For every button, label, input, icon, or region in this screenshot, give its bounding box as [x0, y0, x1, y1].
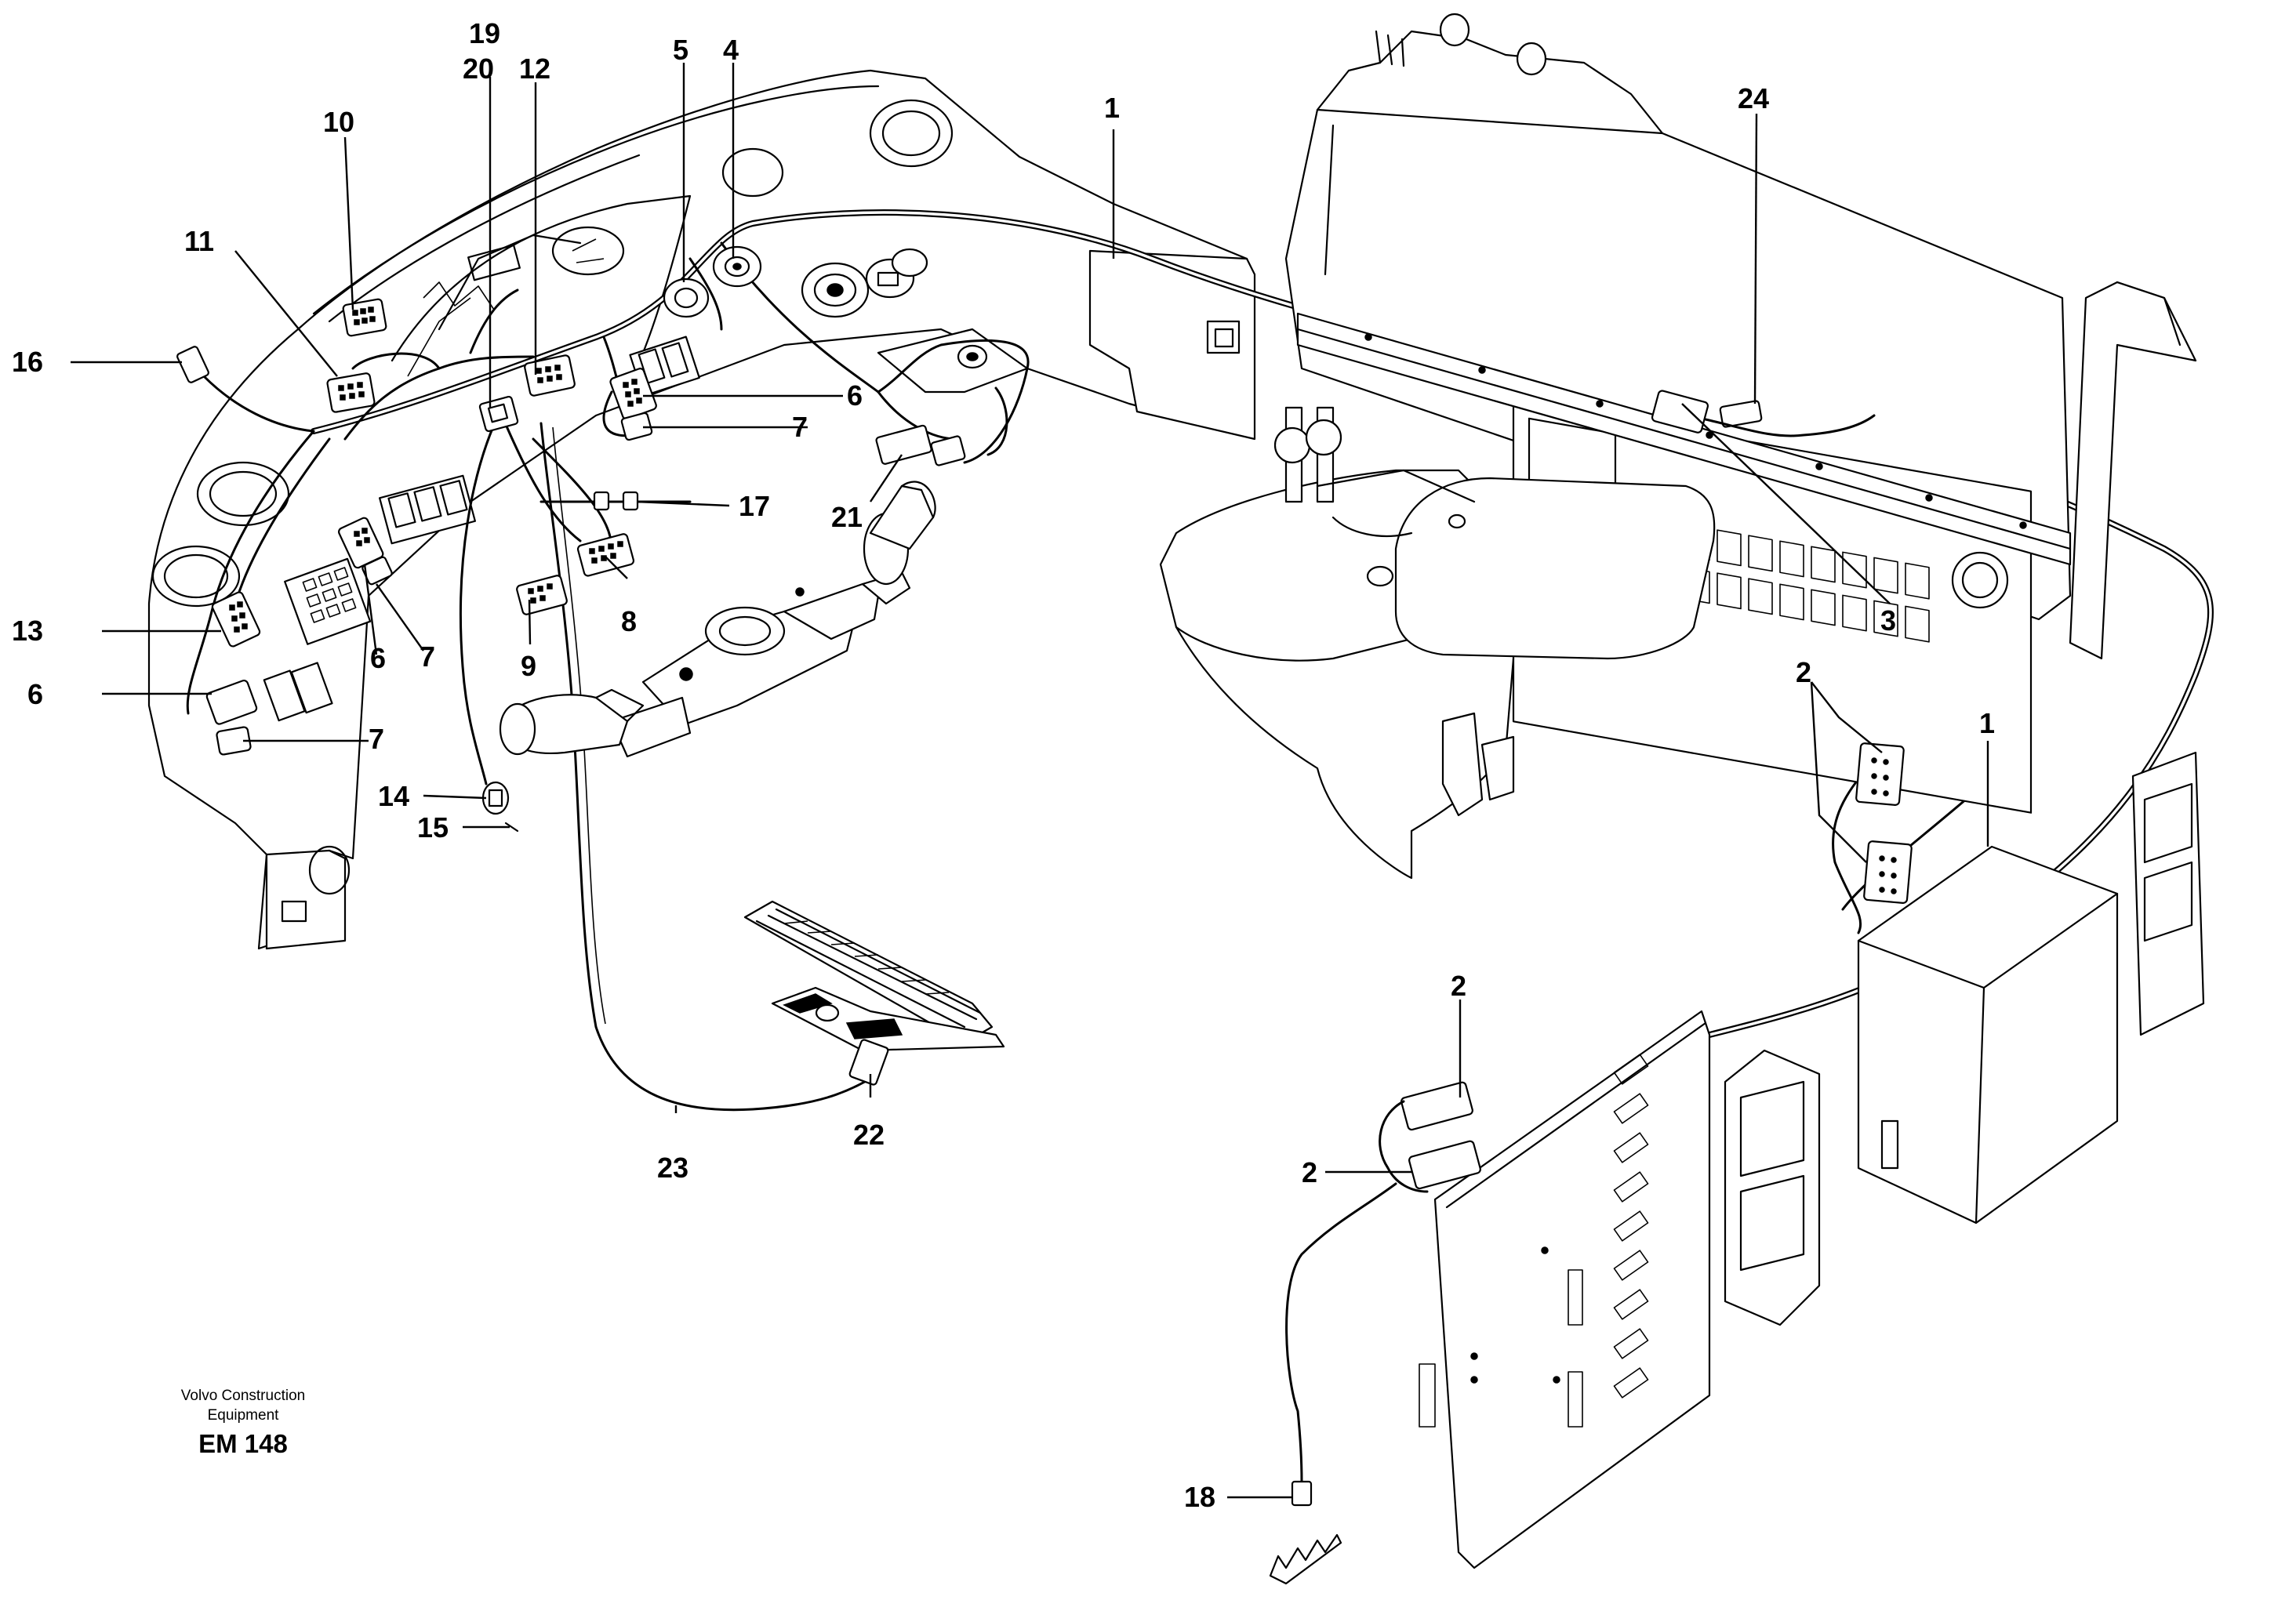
callout-7-right: 7	[792, 411, 808, 443]
callout-16: 16	[12, 346, 43, 378]
callout-7-middle: 7	[420, 640, 435, 673]
callout-13: 13	[12, 615, 43, 647]
callout-17: 17	[739, 490, 770, 522]
credit-block: Volvo Construction Equipment EM 148	[181, 1388, 305, 1458]
callout-24: 24	[1738, 82, 1769, 114]
callout-2-module-bottom: 2	[1302, 1156, 1317, 1188]
callout-19: 19	[469, 17, 500, 49]
right-control-panel	[1284, 13, 2197, 814]
callout-15: 15	[417, 811, 449, 844]
callout-11: 11	[184, 225, 214, 257]
drawing-code: EM 148	[198, 1429, 288, 1458]
instrument-panel	[147, 69, 1256, 950]
callout-3: 3	[1880, 604, 1896, 637]
joystick-assembly	[499, 481, 936, 758]
callout-7-left: 7	[369, 723, 384, 755]
connectors	[176, 245, 966, 833]
callout-22: 22	[853, 1119, 885, 1151]
callout-18: 18	[1184, 1481, 1215, 1513]
callout-4: 4	[723, 34, 739, 66]
callout-12: 12	[519, 53, 550, 85]
accelerator-pedal	[743, 900, 1005, 1086]
callout-6-middle: 6	[370, 642, 386, 674]
callout-5: 5	[673, 34, 688, 66]
leader-lines	[71, 63, 1989, 1499]
callout-14: 14	[378, 780, 409, 812]
control-modules	[1269, 742, 2205, 1585]
seat-console	[1159, 406, 1716, 880]
credit-line-2: Equipment	[208, 1407, 280, 1424]
callout-21: 21	[831, 501, 863, 533]
callout-1-top: 1	[1104, 92, 1120, 124]
callout-2-module-top: 2	[1451, 970, 1466, 1002]
callout-20: 20	[463, 53, 494, 85]
callout-10: 10	[323, 106, 354, 138]
callout-23: 23	[657, 1152, 688, 1184]
callout-8: 8	[621, 605, 637, 637]
callout-2-right: 2	[1796, 656, 1811, 688]
callout-6-right: 6	[847, 379, 863, 412]
callout-1-right: 1	[1979, 707, 1995, 739]
callout-9: 9	[521, 650, 536, 682]
callout-6-left: 6	[27, 678, 43, 710]
callout-labels: 1 1 2 2 2 3 4 5 6 6 6 7 7 7 8 9 10 11 12…	[12, 17, 1995, 1513]
credit-line-1: Volvo Construction	[181, 1388, 305, 1404]
